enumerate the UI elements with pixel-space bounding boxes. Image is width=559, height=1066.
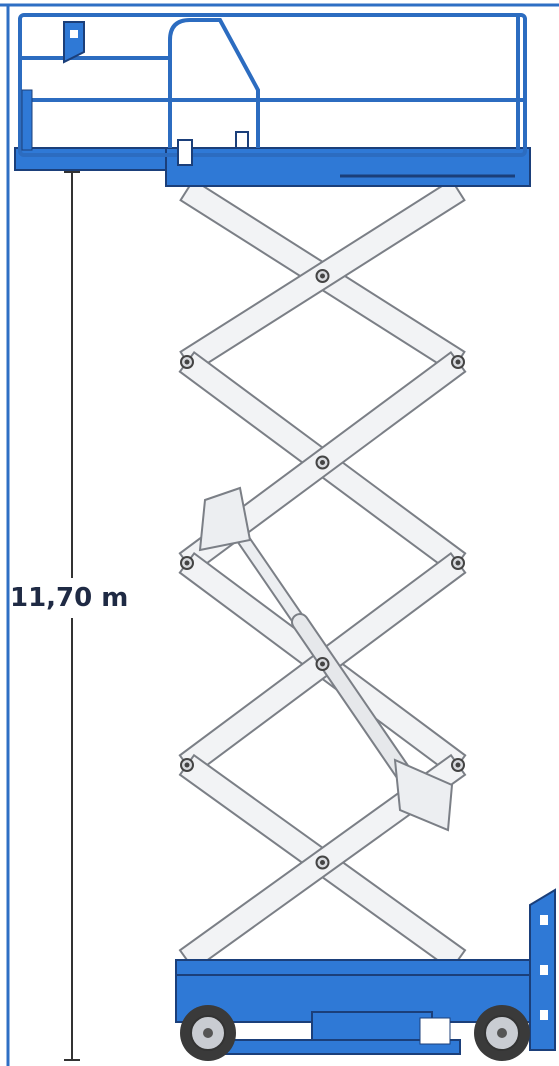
wheel-icon [474,1005,530,1061]
work-platform [14,13,531,187]
pivot-pin-center [455,560,461,566]
pivot-pin-center [320,661,325,667]
hydraulic-cylinder [198,486,454,832]
pivot-pin-center [320,460,325,465]
wheel-icon [180,1005,236,1061]
pivot-pin-center [455,359,461,365]
scissor-stack [178,178,467,972]
pivot-pin-center [184,560,190,566]
height-dimension-label: 11,70 m [10,578,145,618]
pivot-pin-center [184,762,190,768]
guard-rail [18,13,527,157]
extension-deck [14,147,171,171]
pivot-pin-center [320,860,325,865]
chassis [175,888,556,1061]
pivot-pin-center [455,762,461,768]
pivot-pin-center [184,359,190,365]
pivot-pin-center [320,273,325,279]
manual-box-icon [63,21,85,64]
